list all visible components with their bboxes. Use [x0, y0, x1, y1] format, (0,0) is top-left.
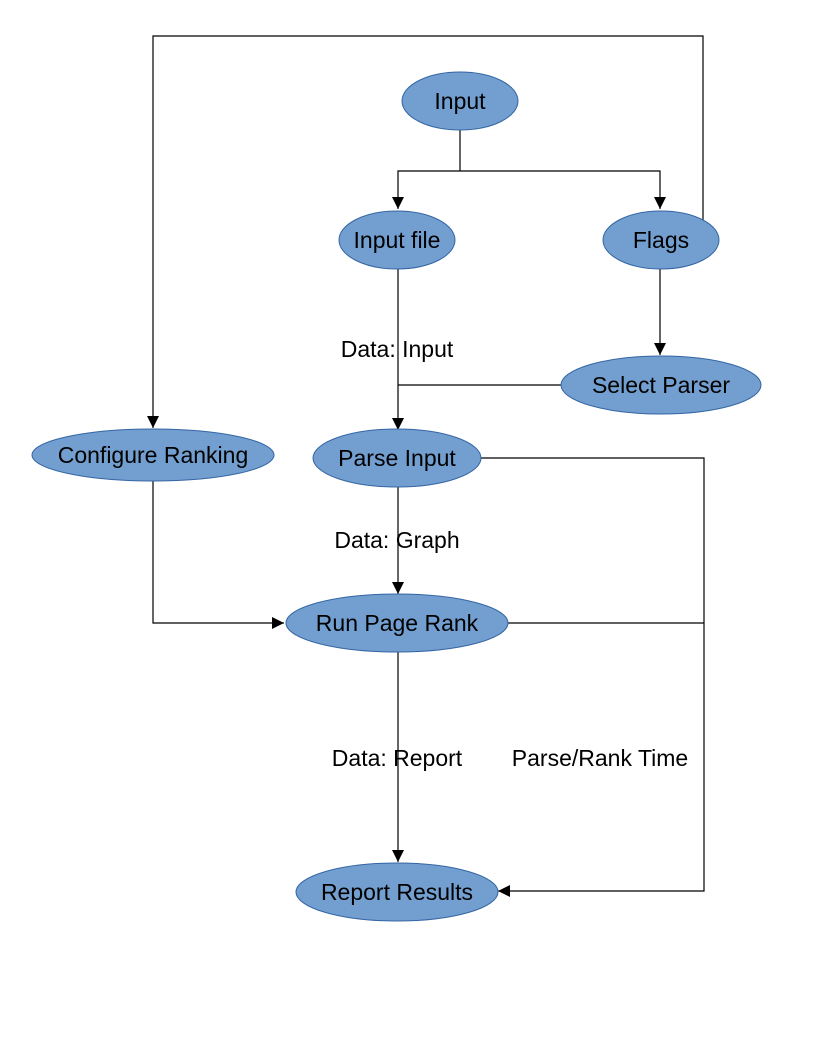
edge-label-data-graph: Data: Graph — [334, 527, 459, 553]
node-label: Run Page Rank — [316, 610, 479, 636]
edge-configure-ranking-to-run-page-rank — [152, 481, 284, 629]
node-input-file: Input file — [338, 210, 456, 270]
edge-input-to-input-file — [392, 170, 460, 209]
node-flags: Flags — [602, 210, 720, 270]
edges — [147, 35, 705, 897]
node-report-results: Report Results — [295, 862, 499, 922]
node-label: Select Parser — [592, 372, 730, 398]
node-label: Flags — [633, 227, 689, 253]
node-label: Report Results — [321, 879, 473, 905]
node-label: Configure Ranking — [58, 442, 249, 468]
node-label: Input file — [354, 227, 441, 253]
node-select-parser: Select Parser — [560, 355, 762, 415]
edge-label-parse-rank-time: Parse/Rank Time — [512, 745, 688, 771]
edge-label-data-input: Data: Input — [341, 336, 454, 362]
node-run-page-rank: Run Page Rank — [285, 593, 509, 653]
edge-input-to-flags — [460, 170, 666, 209]
node-parse-input: Parse Input — [312, 428, 482, 488]
node-input: Input — [401, 71, 519, 131]
edge-flags-to-configure-ranking — [147, 35, 704, 428]
node-label: Parse Input — [338, 445, 456, 471]
node-configure-ranking: Configure Ranking — [31, 428, 275, 482]
edge-parse-input-to-report-results — [481, 457, 705, 897]
edge-label-data-report: Data: Report — [332, 745, 463, 771]
edge-labels: Data: Input Data: Graph Data: Report Par… — [332, 336, 688, 771]
node-label: Input — [434, 88, 486, 114]
